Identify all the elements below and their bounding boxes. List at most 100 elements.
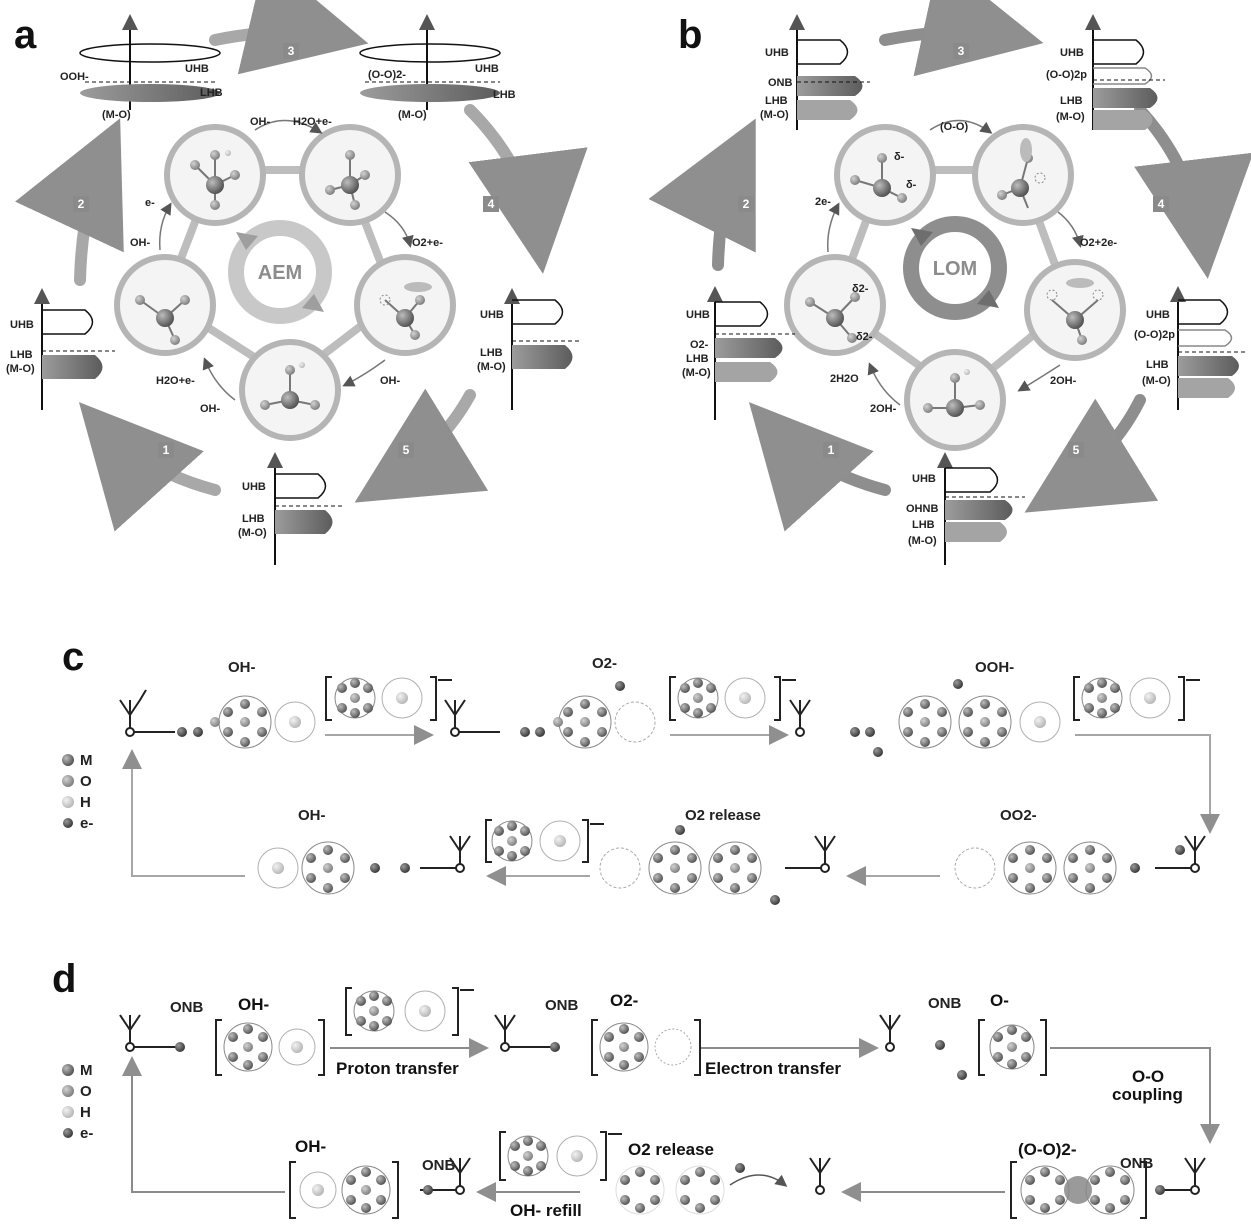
d-bracket-refill [499, 1131, 622, 1181]
cluster-oh-1 [177, 695, 316, 749]
svg-text:ONB: ONB [545, 997, 579, 1014]
lom-label: LOM [933, 258, 977, 280]
svg-text:δ2-: δ2- [852, 283, 869, 295]
band-diagram-a-left: UHB LHB (M-O) [6, 288, 115, 410]
svg-text:ONB: ONB [170, 999, 204, 1016]
metal-atom [396, 309, 414, 327]
panel-d: d M O H e- Proton transfer Electron tran… [52, 957, 1220, 1220]
proton-transfer-label: Proton transfer [336, 1059, 459, 1078]
svg-text:OH-: OH- [238, 995, 269, 1014]
svg-text:δ2-: δ2- [856, 331, 873, 343]
svg-text:OO2-: OO2- [1000, 807, 1037, 824]
svg-text:LHB: LHB [686, 353, 709, 365]
svg-text:UHB: UHB [1060, 47, 1084, 59]
o2-release-label: O2 release [628, 1140, 714, 1159]
svg-text:(M-O): (M-O) [6, 363, 35, 375]
svg-text:H: H [80, 794, 91, 811]
svg-text:LHB: LHB [10, 349, 33, 361]
d-cluster-oh-return [289, 1161, 433, 1219]
d-bracket-proton [345, 987, 474, 1036]
svg-text:(O-O)2-: (O-O)2- [368, 69, 406, 81]
panel-b: b 3 4 5 1 2 [648, 0, 1251, 565]
panel-d-flow-arrows [122, 1038, 1220, 1202]
svg-text:LHB: LHB [242, 513, 265, 525]
svg-text:(O-O)2p: (O-O)2p [1046, 69, 1087, 81]
svg-text:OH-: OH- [298, 807, 326, 824]
band-diagram-a-right: UHB LHB (M-O) [477, 288, 580, 410]
label-oh-right: OH- [380, 375, 401, 387]
metal-atom [206, 176, 224, 194]
cluster-ooh [850, 679, 1061, 757]
svg-text:(O-O): (O-O) [940, 121, 968, 133]
svg-text:(M-O): (M-O) [908, 535, 937, 547]
svg-text:2e-: 2e- [815, 196, 831, 208]
panel-c-flow-arrows [122, 725, 1220, 886]
svg-text:O2-: O2- [610, 991, 638, 1010]
band-diagram-b-top-left: UHB ONB LHB (M-O) [760, 14, 870, 130]
panel-d-clusters [175, 987, 1165, 1219]
state-circle-left [114, 254, 216, 356]
svg-text:(M-O): (M-O) [398, 109, 427, 121]
svg-text:OOH-: OOH- [975, 659, 1014, 676]
svg-text:O: O [80, 773, 92, 790]
svg-text:O: O [80, 1083, 92, 1100]
svg-text:1: 1 [828, 443, 835, 457]
label-h2o-bottom: H2O+e- [156, 375, 195, 387]
svg-text:UHB: UHB [242, 481, 266, 493]
panel-a-reaction-arrows [158, 119, 414, 401]
band-diagram-b-bottom: UHB OHNB LHB (M-O) [906, 452, 1025, 565]
aem-label: AEM [258, 262, 302, 284]
svg-text:OOH-: OOH- [60, 71, 89, 83]
legend-d: M O H e- [62, 1062, 93, 1142]
d-cluster-oh [175, 1019, 325, 1076]
panel-b-cycle-arrows [648, 0, 1251, 532]
oh-refill-label: OH- refill [510, 1201, 582, 1220]
oo-coupling-label-1: O-O [1132, 1067, 1164, 1086]
step4-label: 4 [488, 197, 495, 211]
d-cluster-o2-release [615, 1163, 788, 1215]
step5-label: 5 [403, 443, 410, 457]
svg-text:UHB: UHB [475, 63, 499, 75]
svg-text:LHB: LHB [1060, 95, 1083, 107]
panel-b-reaction-arrows [826, 119, 1084, 406]
cluster-o2-minus [520, 681, 656, 749]
svg-text:O-: O- [990, 991, 1009, 1010]
svg-text:ONB: ONB [422, 1157, 456, 1174]
metal-atom [156, 309, 174, 327]
panel-a-step-boxes: 3 4 5 1 2 [73, 43, 499, 458]
band-diagram-a-top-left: UHB OOH- LHB (M-O) [60, 14, 223, 121]
panel-c-clusters [177, 676, 1200, 905]
svg-text:M: M [80, 1062, 93, 1079]
svg-text:(M-O): (M-O) [102, 109, 131, 121]
metal-atom [341, 176, 359, 194]
svg-text:O2-: O2- [690, 339, 709, 351]
svg-text:(O-O)2p: (O-O)2p [1134, 329, 1175, 341]
step4-arrow [464, 104, 588, 274]
svg-text:LHB: LHB [912, 519, 935, 531]
panel-c-catalyst-sites [119, 689, 1206, 873]
band-diagram-b-right: UHB (O-O)2p LHB (M-O) [1134, 286, 1248, 410]
svg-text:5: 5 [1073, 443, 1080, 457]
bracket-cluster-3 [1073, 676, 1200, 721]
svg-text:LHB: LHB [765, 95, 788, 107]
svg-text:LHB: LHB [200, 87, 223, 99]
svg-text:2OH-: 2OH- [1050, 375, 1077, 387]
cluster-o2-release [599, 825, 780, 905]
bracket-cluster-2 [669, 676, 796, 721]
svg-text:ONB: ONB [768, 77, 793, 89]
panel-b-letter: b [678, 13, 702, 57]
svg-text:LHB: LHB [493, 89, 516, 101]
svg-text:e-: e- [80, 815, 93, 832]
cluster-oh-return [257, 841, 410, 895]
d-cluster-o2-minus [550, 1019, 701, 1076]
svg-text:(O-O)2-: (O-O)2- [1018, 1140, 1077, 1159]
svg-text:UHB: UHB [912, 473, 936, 485]
label-oh-top: OH- [250, 116, 271, 128]
step1-label: 1 [163, 443, 170, 457]
svg-text:UHB: UHB [1146, 309, 1170, 321]
svg-text:H: H [80, 1104, 91, 1121]
svg-text:ONB: ONB [928, 995, 962, 1012]
svg-text:UHB: UHB [185, 63, 209, 75]
svg-text:(M-O): (M-O) [238, 527, 267, 539]
